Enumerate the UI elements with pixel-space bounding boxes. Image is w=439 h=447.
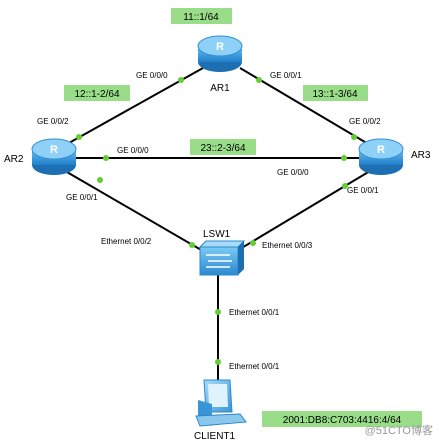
subnet-label-bg	[64, 85, 130, 101]
port-dot	[215, 359, 221, 365]
port-ar1-ge001: GE 0/0/1	[270, 71, 302, 80]
subnet-ar2-ar3: 23::2-3/64	[200, 143, 245, 154]
client-client1[interactable]	[195, 379, 247, 427]
switch-icon	[206, 254, 232, 268]
port-ar2-ge000: GE 0/0/0	[117, 146, 149, 155]
port-dot	[341, 155, 347, 161]
router-ar3[interactable]: R	[358, 138, 404, 175]
router-ar2[interactable]: R	[31, 138, 77, 175]
port-client-eth001: Ethernet 0/0/1	[229, 362, 280, 371]
subnet-ar1-ar2: 12::1-2/64	[74, 89, 119, 100]
subnet-label-bg	[190, 139, 256, 155]
router-icon: R	[216, 41, 224, 53]
port-lsw1-eth003: Ethernet 0/0/3	[262, 241, 313, 250]
port-ar2-ge001: GE 0/0/1	[66, 193, 98, 202]
port-dot	[351, 134, 357, 140]
subnet-ar1-ar3: 13::1-3/64	[312, 89, 357, 100]
router-ar1[interactable]: R	[197, 35, 243, 72]
router-icon: R	[377, 144, 385, 156]
port-dot	[103, 155, 109, 161]
subnet-label-bg	[303, 85, 368, 101]
label-ar3: AR3	[411, 150, 431, 161]
port-dot	[178, 77, 184, 83]
port-dot	[256, 77, 262, 83]
port-dot	[215, 309, 221, 315]
port-ar2-ge002: GE 0/0/2	[37, 117, 69, 126]
port-lsw1-eth001: Ethernet 0/0/1	[229, 308, 280, 317]
label-ar2: AR2	[4, 154, 24, 165]
switch-lsw1[interactable]	[198, 240, 246, 276]
port-dot	[342, 183, 348, 189]
subnet-ar1-loopback: 11::1/64	[183, 12, 219, 23]
router-icon: R	[50, 144, 58, 156]
subnet-label-bg	[262, 411, 422, 427]
link-ar2-lsw1	[59, 167, 216, 259]
label-ar1: AR1	[210, 83, 230, 94]
port-ar1-ge000: GE 0/0/0	[136, 71, 168, 80]
port-dot	[97, 177, 103, 183]
subnet-label-bg	[171, 8, 232, 24]
port-dot	[76, 134, 82, 140]
subnet-client: 2001:DB8:C703:4416:4/64	[283, 415, 402, 426]
port-dot	[189, 242, 195, 248]
port-lsw1-eth002: Ethernet 0/0/2	[101, 237, 152, 246]
port-dot	[250, 240, 256, 246]
label-lsw1: LSW1	[203, 229, 231, 240]
port-dots	[76, 77, 357, 365]
port-ar3-ge001: GE 0/0/1	[347, 186, 379, 195]
port-ar3-ge002: GE 0/0/2	[349, 117, 381, 126]
watermark: @51CTO博客	[365, 423, 433, 437]
port-ar3-ge000: GE 0/0/0	[277, 168, 309, 177]
label-client1: CLIENT1	[194, 431, 236, 442]
